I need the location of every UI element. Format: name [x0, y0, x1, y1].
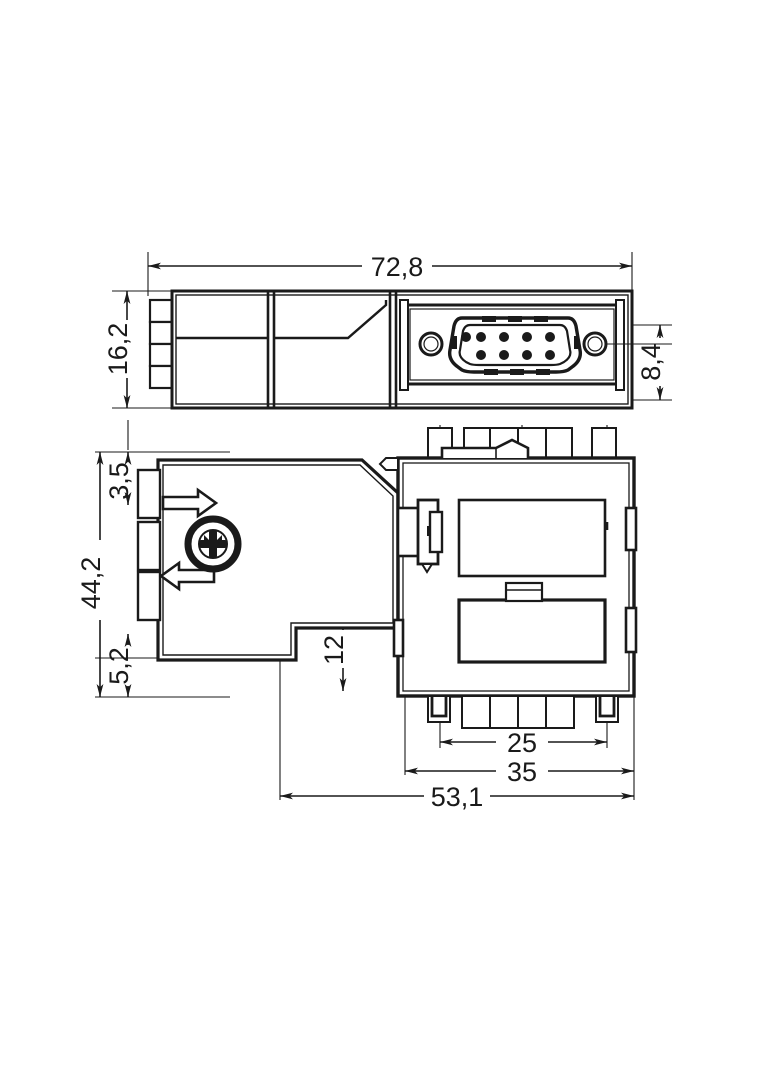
dsub-pins-top-row: [461, 332, 555, 342]
screw-cross-slot: [200, 531, 226, 557]
dimension-8-4: 8,4: [636, 325, 666, 400]
dimension-8-4-label: 8,4: [636, 343, 666, 381]
dimension-12: 12: [319, 608, 349, 691]
dimension-16-2: 16,2: [103, 291, 133, 408]
left-edge-latch-pads: [392, 618, 405, 658]
dimension-3-5-label: 3,5: [104, 462, 134, 500]
housing-latch: [440, 438, 530, 458]
side-view-bottom-ribs: [427, 695, 619, 729]
dimension-5-2: 5,2: [104, 634, 134, 697]
direction-arrow-out: [158, 560, 216, 592]
dimension-44-2: 44,2: [76, 452, 106, 697]
side-view: 44,2 3,5 5,2 12: [76, 420, 638, 812]
locking-screw: [184, 515, 242, 573]
right-edge-latch-pads: [624, 506, 638, 654]
dimension-12-label: 12: [319, 635, 349, 665]
dimension-35: 35: [405, 757, 634, 787]
top-view-partitions: [176, 292, 276, 407]
dsub-connector: [447, 316, 583, 375]
housing-overlap-tab: [378, 457, 399, 471]
side-view-terminal-slots: [136, 468, 162, 622]
dimension-72-8-label: 72,8: [371, 252, 424, 282]
top-view-chamfer: [274, 300, 388, 340]
dimension-3-5: 3,5: [104, 452, 134, 505]
inner-module-upper: [457, 498, 609, 578]
dimension-53-1: 53,1: [280, 782, 634, 812]
dimension-53-1-label: 53,1: [431, 782, 484, 812]
top-view-terminal-slots: [148, 298, 176, 390]
dimension-16-2-label: 16,2: [103, 323, 133, 376]
inner-module-lower: [457, 581, 607, 664]
dimension-44-2-label: 44,2: [76, 557, 106, 610]
dimension-25: 25: [440, 728, 607, 758]
dsub-pins-bottom-row: [476, 350, 555, 360]
dsub-screw-holes: [418, 331, 672, 357]
side-view-bottom-pin-slots: [430, 696, 616, 718]
top-view: 72,8 16,2 8,4: [103, 252, 672, 410]
dimension-25-label: 25: [507, 728, 537, 758]
dimension-5-2-label: 5,2: [104, 647, 134, 685]
dsub-shell-tabs: [452, 316, 579, 375]
direction-arrow-in: [161, 487, 219, 519]
dimension-72-8: 72,8: [148, 252, 632, 282]
dimension-35-label: 35: [507, 757, 537, 787]
top-view-divider: [388, 292, 398, 407]
cable-bushing: [396, 498, 444, 574]
